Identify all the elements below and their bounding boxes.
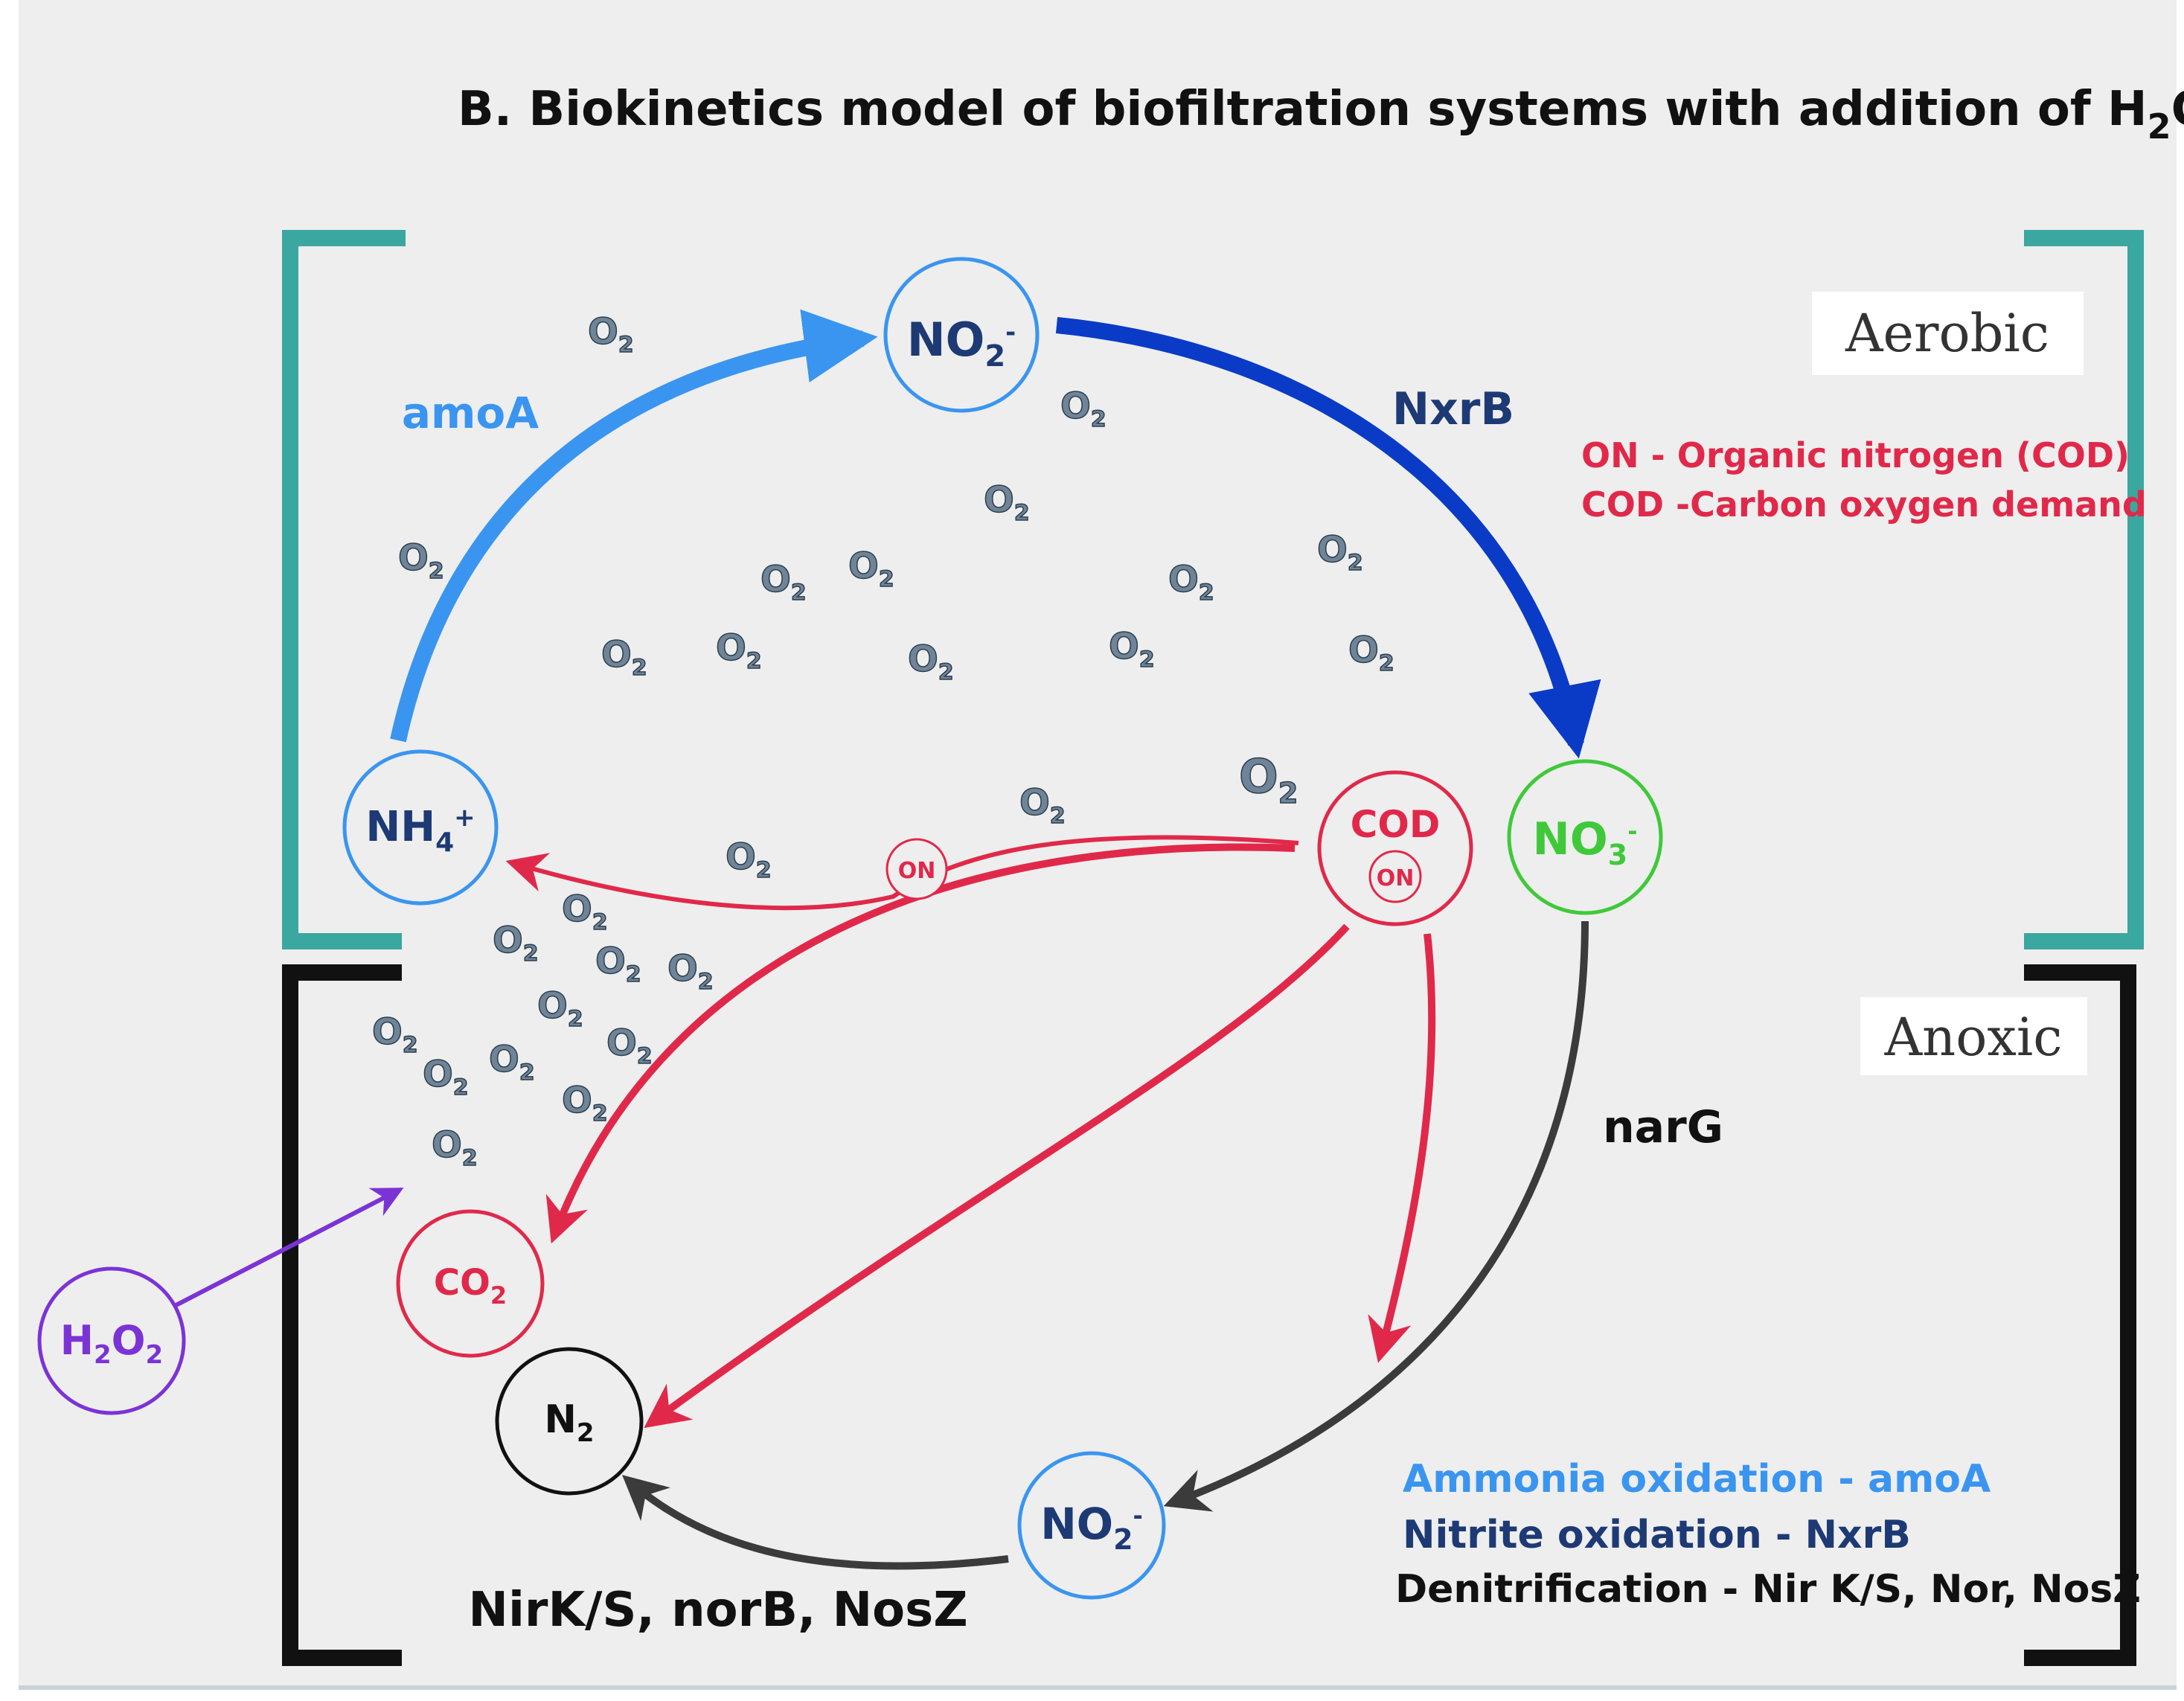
node-h2o2: H2O2 xyxy=(37,1266,186,1415)
svg-text:ON: ON xyxy=(1377,865,1415,891)
h2o2-arrow xyxy=(166,1188,404,1312)
enzyme-nxrB: NxrB xyxy=(1392,383,1514,435)
o2-molecule: O2 xyxy=(1348,630,1394,676)
o2-molecule: O2 xyxy=(398,537,444,584)
on-badge-floating: ON xyxy=(886,838,948,900)
node-n2: N2 xyxy=(495,1347,644,1496)
o2-molecule: O2 xyxy=(1317,529,1363,576)
node-cod: COD ON xyxy=(1317,770,1473,926)
cod-to-co2-arrow xyxy=(545,843,1296,1244)
cod-to-no2-arrow xyxy=(1368,933,1436,1363)
note-organic-nitrogen: ON - Organic nitrogen (COD) xyxy=(1581,435,2130,475)
diagram-title: B. Biokinetics model of biofiltration sy… xyxy=(458,82,2184,147)
o2-molecule: O2 xyxy=(588,311,634,358)
svg-text:COD: COD xyxy=(1351,803,1441,846)
legend-nitrite-oxidation: Nitrite oxidation - NxrB xyxy=(1403,1513,1911,1557)
o2-molecule: O2 xyxy=(372,1011,418,1058)
background-panel xyxy=(19,0,2177,1685)
legend-denitrification: Denitrification - Nir K/S, Nor, NosZ xyxy=(1395,1567,2141,1612)
o2-molecule: O2 xyxy=(562,1080,608,1127)
o2-molecule: O2 xyxy=(1019,782,1066,829)
o2-molecule: O2 xyxy=(760,559,807,606)
svg-text:NO3-: NO3- xyxy=(1533,813,1638,871)
o2-molecule: O2 xyxy=(537,985,583,1032)
node-no3: NO3- xyxy=(1507,759,1663,915)
narG-arrow xyxy=(1163,920,1589,1512)
anoxic-label: Anoxic xyxy=(1884,1007,2063,1068)
cod-to-nh4-arrow xyxy=(505,835,1299,911)
o2-molecule: O2 xyxy=(848,545,894,592)
o2-molecule: O2 xyxy=(606,1022,653,1069)
o2-molecule: O2 xyxy=(726,836,772,883)
svg-text:NO2-: NO2- xyxy=(907,313,1016,374)
o2-molecule: O2 xyxy=(562,888,608,935)
anoxic-bracket-left xyxy=(282,964,402,1666)
denitrification-arrow xyxy=(621,1475,1009,1570)
o2-molecule: O2 xyxy=(432,1124,478,1171)
enzyme-narG: narG xyxy=(1603,1101,1723,1153)
svg-text:N2: N2 xyxy=(544,1397,594,1448)
anoxic-label-box xyxy=(1860,997,2087,1075)
cod-to-n2-arrow xyxy=(644,923,1350,1429)
amoA-arrow xyxy=(390,309,878,743)
o2-molecule: O2 xyxy=(489,1039,535,1086)
o2-molecule: O2 xyxy=(493,920,539,967)
o2-molecule: O2 xyxy=(716,627,762,674)
node-nh4: NH4+ xyxy=(342,749,499,906)
svg-text:NH4+: NH4+ xyxy=(365,803,475,858)
o2-molecule: O2 xyxy=(984,479,1030,526)
svg-text:ON: ON xyxy=(898,858,936,884)
o2-molecule: O2 xyxy=(1060,385,1107,432)
enzyme-amoA: amoA xyxy=(402,388,539,438)
aerobic-label: Aerobic xyxy=(1845,303,2049,364)
note-cod: COD -Carbon oxygen demand xyxy=(1581,484,2147,525)
o2-molecule: O2 xyxy=(1168,559,1214,606)
aerobic-label-box xyxy=(1812,292,2084,375)
svg-text:CO2: CO2 xyxy=(434,1262,507,1310)
o2-molecule: O2 xyxy=(595,941,641,987)
node-co2: CO2 xyxy=(396,1209,545,1358)
o2-molecule: O2 xyxy=(601,634,647,681)
node-no2-top: NO2- xyxy=(883,257,1040,413)
nxrB-arrow xyxy=(1055,317,1601,759)
svg-text:H2O2: H2O2 xyxy=(60,1317,163,1370)
o2-molecule: O2 xyxy=(1109,626,1155,673)
node-no2-bottom: NO2- xyxy=(1017,1451,1166,1600)
o2-molecule: O2 xyxy=(1239,749,1298,810)
legend-ammonia-oxidation: Ammonia oxidation - amoA xyxy=(1403,1457,1991,1502)
anoxic-bracket-right xyxy=(2024,964,2136,1666)
o2-molecule: O2 xyxy=(908,638,954,685)
o2-molecule: O2 xyxy=(667,948,714,995)
o2-molecule: O2 xyxy=(423,1054,469,1101)
enzyme-denitrification: NirK/S, norB, NosZ xyxy=(468,1583,967,1638)
aerobic-bracket-right xyxy=(2024,230,2144,949)
aerobic-bracket-left xyxy=(282,230,406,949)
svg-text:NO2-: NO2- xyxy=(1040,1499,1143,1556)
